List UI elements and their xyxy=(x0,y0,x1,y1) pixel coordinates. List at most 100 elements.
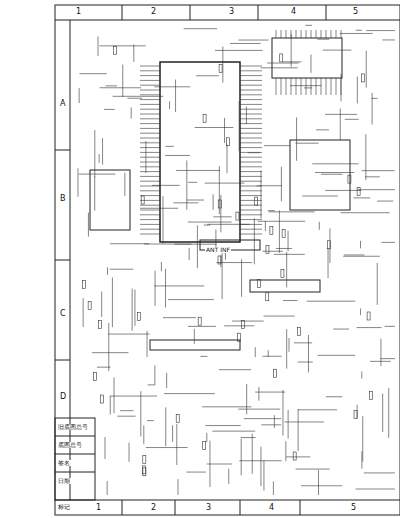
wire xyxy=(358,189,395,190)
resistor-symbol xyxy=(362,74,365,82)
wire xyxy=(107,267,108,275)
wire xyxy=(110,396,111,414)
wire xyxy=(304,87,312,88)
wire xyxy=(281,78,282,95)
wire xyxy=(308,335,309,372)
wire xyxy=(264,316,295,317)
resistor-symbol xyxy=(266,246,269,254)
wire xyxy=(286,78,287,95)
wire xyxy=(106,85,117,86)
wire xyxy=(240,128,262,129)
resistor-symbol xyxy=(257,279,260,287)
wire xyxy=(291,34,292,67)
wire xyxy=(276,78,277,95)
wire xyxy=(165,269,166,308)
grid-letter: C xyxy=(59,310,67,318)
wire xyxy=(240,109,262,110)
wire xyxy=(204,225,210,226)
title-cell: 旧底图总号 xyxy=(57,424,89,430)
wire xyxy=(240,171,262,172)
wire xyxy=(240,200,262,201)
grid-number: 5 xyxy=(350,504,357,512)
wire xyxy=(261,424,281,425)
resistor-symbol xyxy=(327,241,330,249)
wire xyxy=(140,118,160,119)
wire xyxy=(108,323,109,371)
wire xyxy=(79,174,116,175)
wire xyxy=(240,66,262,67)
wire xyxy=(140,229,160,230)
wire xyxy=(140,133,160,134)
wire xyxy=(140,224,160,225)
wire xyxy=(154,285,204,286)
wire xyxy=(228,469,229,484)
wire xyxy=(140,123,160,124)
wire xyxy=(97,367,111,368)
wire xyxy=(129,443,130,462)
wire xyxy=(343,256,380,257)
resistor-symbol xyxy=(297,328,300,336)
title-cell: 标记 xyxy=(57,504,71,510)
wire xyxy=(382,394,383,432)
wire xyxy=(140,128,160,129)
grid-number: 3 xyxy=(205,504,212,512)
wire xyxy=(316,78,317,95)
wire xyxy=(232,321,264,322)
resistor-symbol xyxy=(88,302,91,310)
resistor-symbol xyxy=(218,256,221,264)
wire xyxy=(148,384,155,385)
wire xyxy=(165,407,166,446)
resistor-symbol xyxy=(227,138,230,146)
wire xyxy=(98,37,99,56)
resistor-symbol xyxy=(218,200,221,208)
wire xyxy=(165,155,190,156)
wire xyxy=(140,99,160,100)
wire xyxy=(187,200,204,201)
wire xyxy=(291,78,292,95)
wire xyxy=(273,481,274,495)
resistor-symbol xyxy=(141,196,144,204)
grid-number: 1 xyxy=(75,8,82,16)
wire xyxy=(312,163,358,164)
wire xyxy=(325,190,361,191)
wire xyxy=(255,347,256,357)
wire xyxy=(108,334,150,335)
wire xyxy=(255,392,285,393)
wire xyxy=(289,338,290,352)
wire xyxy=(79,88,80,103)
wire xyxy=(281,167,282,201)
wire xyxy=(317,39,329,40)
wire xyxy=(140,142,160,143)
wire xyxy=(382,39,395,40)
wire xyxy=(341,212,390,213)
grid-number: 5 xyxy=(352,8,359,16)
wire xyxy=(366,30,395,31)
wire xyxy=(110,243,149,244)
wire xyxy=(140,391,141,436)
wire xyxy=(281,30,282,38)
wire xyxy=(321,30,322,38)
wire xyxy=(240,195,262,196)
resistor-symbol xyxy=(198,317,201,325)
wire xyxy=(240,190,262,191)
wire xyxy=(112,278,113,328)
wire xyxy=(140,162,160,163)
wire xyxy=(290,85,322,86)
grid-letter: A xyxy=(59,100,66,108)
wire xyxy=(219,369,251,370)
resistor-symbol xyxy=(281,270,284,278)
grid-number: 4 xyxy=(268,504,275,512)
resistor-symbol xyxy=(143,455,146,463)
wire xyxy=(238,409,280,410)
wire xyxy=(381,242,395,243)
wire xyxy=(336,78,337,95)
wire xyxy=(326,30,327,38)
wire xyxy=(283,61,301,62)
resistor-symbol xyxy=(237,333,240,341)
resistor-symbol xyxy=(219,65,222,73)
wire xyxy=(213,194,214,209)
wire xyxy=(140,147,160,148)
wire xyxy=(323,50,352,51)
wire xyxy=(240,176,262,177)
